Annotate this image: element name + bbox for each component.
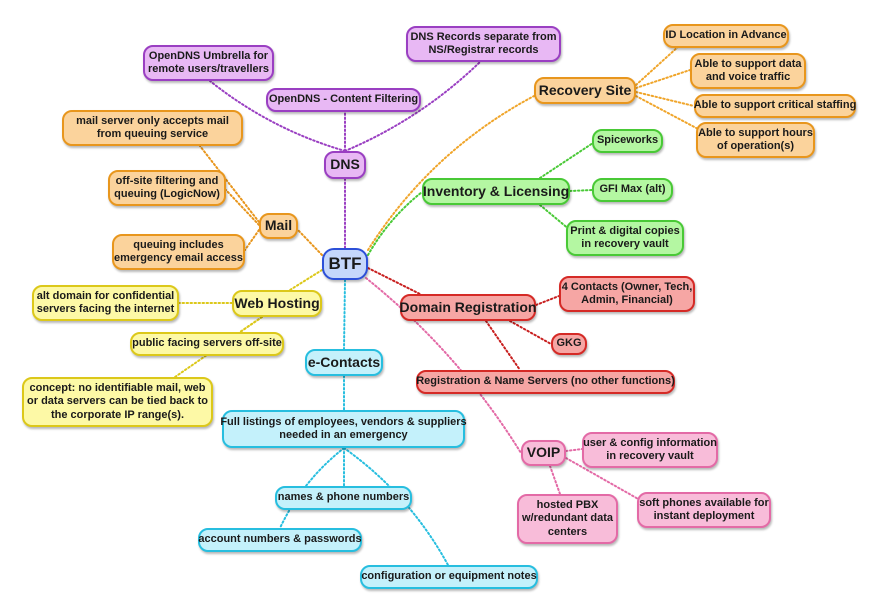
dns-topic[interactable]: DNS xyxy=(324,151,366,179)
link-recovery-data xyxy=(635,69,691,89)
link-voip-hosted-pbx xyxy=(549,465,561,495)
domain-item-contacts[interactable]: 4 Contacts (Owner, Tech,Admin, Financial… xyxy=(559,276,695,312)
link-domain-gkg xyxy=(509,320,552,345)
web-item-public-servers[interactable]: public facing servers off-site xyxy=(130,332,284,356)
domain-registration-topic[interactable]: Domain Registration xyxy=(400,294,536,321)
e-contacts-config-notes[interactable]: configuration or equipment notes xyxy=(360,565,538,589)
domain-item-gkg[interactable]: GKG xyxy=(551,333,587,355)
e-contacts-topic[interactable]: e-Contacts xyxy=(305,349,383,376)
recovery-site-topic[interactable]: Recovery Site xyxy=(534,77,636,104)
link-dns-records xyxy=(344,61,481,152)
e-contacts-account-numbers[interactable]: account numbers & passwords xyxy=(198,528,362,552)
mail-topic[interactable]: Mail xyxy=(259,213,298,239)
inventory-item-spiceworks[interactable]: Spiceworks xyxy=(592,129,663,153)
link-domain-registration-ns xyxy=(485,320,521,371)
link-dns-umbrella xyxy=(209,80,346,152)
voip-topic[interactable]: VOIP xyxy=(521,440,566,466)
link-root-inventory xyxy=(367,191,423,256)
link-mail-offsite xyxy=(225,189,260,226)
e-contacts-full-listings[interactable]: Full listings of employees, vendors & su… xyxy=(220,410,467,448)
link-inventory-spiceworks xyxy=(539,140,597,179)
link-recovery-hours xyxy=(635,95,701,131)
link-voip-soft-phones xyxy=(565,457,641,501)
inventory-topic[interactable]: Inventory & Licensing xyxy=(422,178,570,205)
link-recovery-staffing xyxy=(635,91,695,107)
link-econtacts-accounts xyxy=(279,447,345,529)
root-node[interactable]: BTF xyxy=(322,248,368,280)
link-inventory-gfi xyxy=(569,189,593,192)
link-root-econtacts xyxy=(343,279,346,350)
link-econtacts-config xyxy=(343,447,449,566)
recovery-item-id-location[interactable]: ID Location in Advance xyxy=(663,24,789,48)
recovery-item-staffing[interactable]: Able to support critical staffing xyxy=(694,94,856,118)
web-hosting-topic[interactable]: Web Hosting xyxy=(232,290,322,317)
link-root-voip xyxy=(365,277,522,454)
link-root-web xyxy=(289,269,323,291)
dns-item-content-filtering[interactable]: OpenDNS - Content Filtering xyxy=(266,88,421,112)
inventory-item-gfi-max[interactable]: GFI Max (alt) xyxy=(592,178,673,202)
link-mail-queuing-only xyxy=(199,145,260,223)
link-root-recovery xyxy=(367,95,535,251)
domain-item-registration-ns[interactable]: Registration & Name Servers (no other fu… xyxy=(416,370,675,394)
link-mail-emergency xyxy=(244,229,260,251)
e-contacts-names-phones[interactable]: names & phone numbers xyxy=(275,486,412,510)
link-voip-user-config xyxy=(565,448,583,452)
link-root-domain xyxy=(367,267,421,295)
link-domain-contacts xyxy=(535,295,560,306)
link-root-mail xyxy=(297,229,323,256)
